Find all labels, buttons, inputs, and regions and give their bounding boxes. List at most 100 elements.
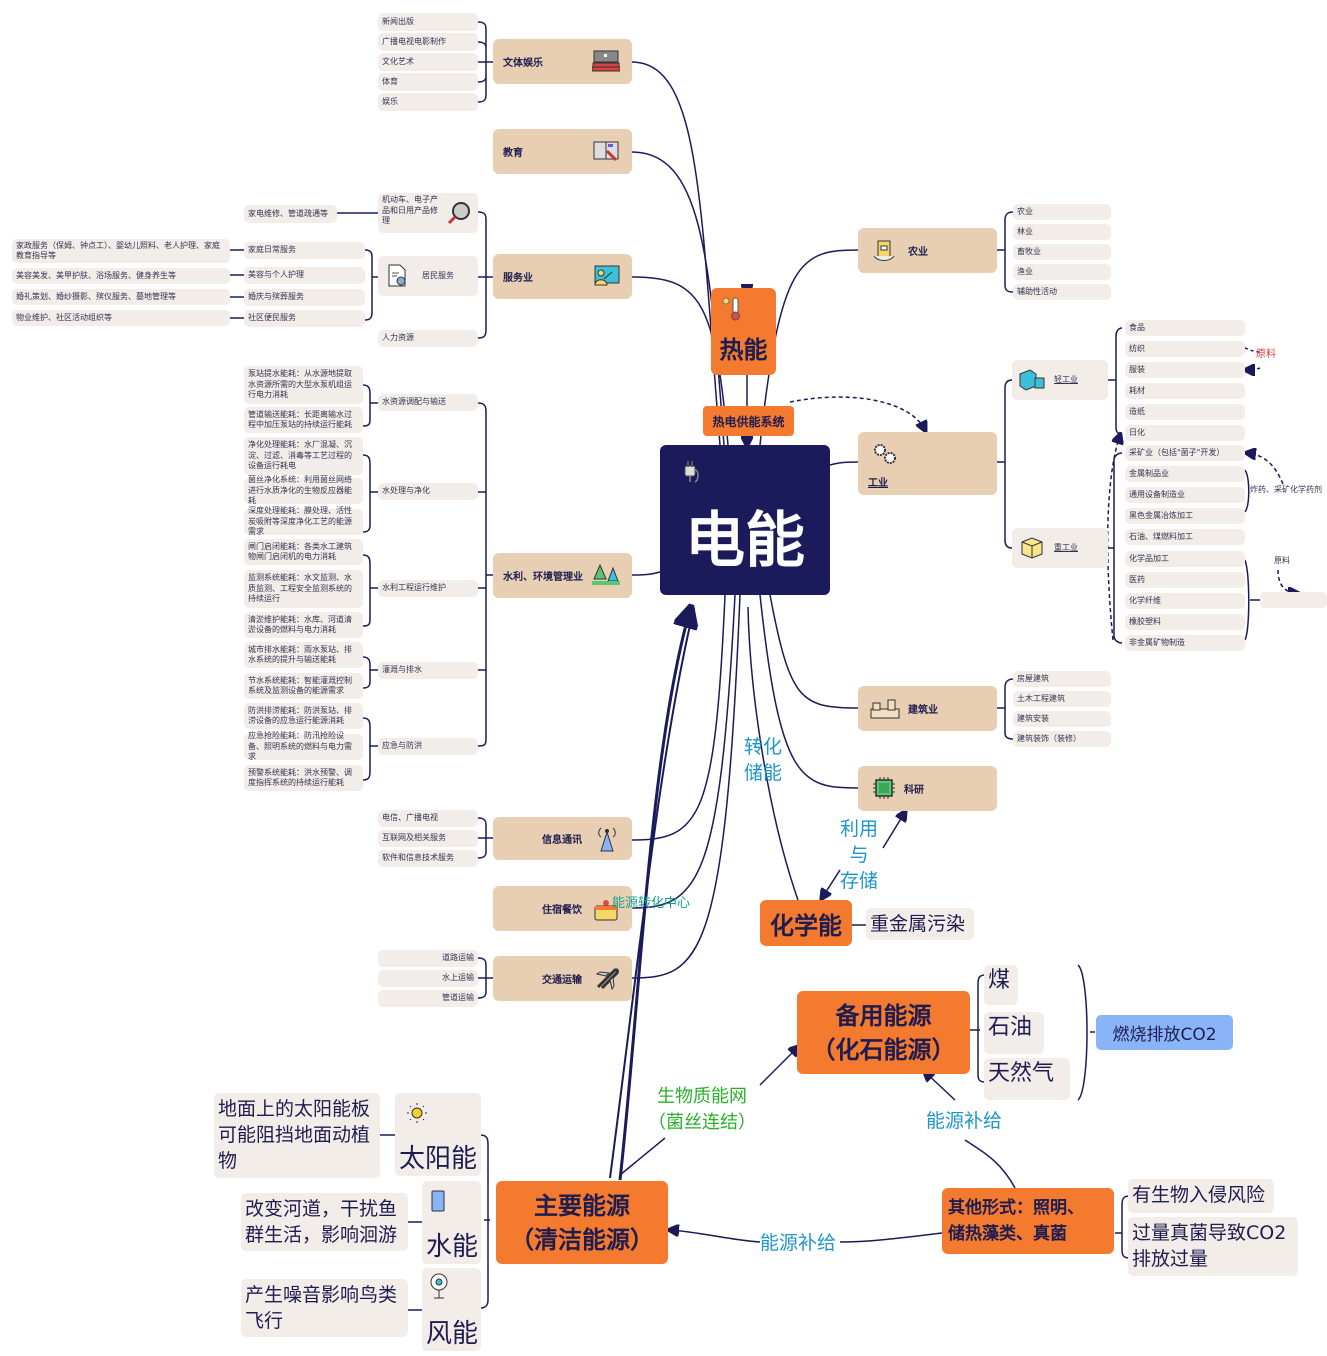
leaf-software[interactable]: 软件和信息技术服务 <box>378 850 478 867</box>
category-industry[interactable]: 工业 <box>858 432 997 495</box>
leaf-household-detail[interactable]: 家政服务（保姆、钟点工）、婴幼儿照料、老人护理、家庭教育指导等 <box>12 239 230 263</box>
leaf-textile[interactable]: 纺织 <box>1125 341 1245 357</box>
primary-energy-node[interactable]: 主要能源 （清洁能源） <box>496 1181 668 1264</box>
leaf-culture-art[interactable]: 文化艺术 <box>378 53 478 71</box>
leaf-pharmaceutical[interactable]: 医药 <box>1125 572 1245 588</box>
leaf-emergency-rescue[interactable]: 应急抢险能耗：防汛抢险设备、照明系统的燃料与电力需求 <box>244 731 363 761</box>
category-service[interactable]: 服务业 <box>493 254 632 299</box>
category-research[interactable]: 科研 <box>858 766 997 811</box>
leaf-installation[interactable]: 建筑安装 <box>1013 711 1111 727</box>
leaf-food[interactable]: 食品 <box>1125 320 1245 336</box>
bio-invasion-risk-note[interactable]: 有生物入侵风险 <box>1128 1179 1274 1213</box>
leaf-gate[interactable]: 闸门启闭能耗：各类水工建筑物闸门启闭机的电力消耗 <box>244 539 363 565</box>
leaf-chemical-processing[interactable]: 化学品加工 <box>1125 551 1245 567</box>
subcategory-hydraulic-maintenance[interactable]: 水利工程运行维护 <box>378 580 478 597</box>
leaf-natural-gas[interactable]: 天然气 <box>984 1058 1070 1100</box>
leaf-dredging[interactable]: 清淤维护能耗：水库、河道清淤设备的燃料与电力消耗 <box>244 612 363 638</box>
cogeneration-system-label[interactable]: 热电供能系统 <box>703 406 794 436</box>
center-node-electric-energy[interactable]: 电能 <box>660 445 830 595</box>
subcategory-flood-control[interactable]: 应急与防洪 <box>378 738 478 755</box>
leaf-household-service[interactable]: 家庭日常服务 <box>244 242 365 259</box>
category-education[interactable]: 教育 <box>493 129 632 174</box>
leaf-telecom[interactable]: 电信、广播电视 <box>378 810 478 827</box>
leaf-deep-treatment[interactable]: 深度处理能耗：膜处理、活性炭吸附等深度净化工艺的能源需求 <box>244 506 363 536</box>
chemical-energy-node[interactable]: 化学能 <box>760 900 852 946</box>
hydro-energy-node[interactable]: 水能 <box>422 1181 481 1264</box>
category-telecommunication[interactable]: 信息通讯 <box>493 817 632 860</box>
leaf-decoration[interactable]: 建筑装饰（装修） <box>1013 731 1111 747</box>
leaf-pipeline[interactable]: 管道输送能耗：长距离输水过程中加压泵站的持续运行能耗 <box>244 407 363 433</box>
leaf-farming[interactable]: 农业 <box>1013 204 1111 220</box>
category-culture-entertainment[interactable]: 文体娱乐 <box>493 39 632 84</box>
leaf-broadcast[interactable]: 广播电视电影制作 <box>378 33 478 51</box>
leaf-civil-engineering[interactable]: 土木工程建筑 <box>1013 691 1111 707</box>
subcategory-resident-service[interactable]: 居民服务 <box>378 256 478 296</box>
leaf-wedding-funeral[interactable]: 婚庆与殡葬服务 <box>244 289 365 306</box>
leaf-flood-drainage[interactable]: 防洪排涝能耗：防洪泵站、排涝设备的应急运行能源消耗 <box>244 703 363 729</box>
leaf-empty-target[interactable] <box>1260 592 1327 608</box>
leaf-beauty-detail[interactable]: 美容美发、美甲护肤、浴场服务、健身养生等 <box>12 268 230 284</box>
leaf-rubber-plastic[interactable]: 橡胶塑料 <box>1125 614 1245 630</box>
leaf-forestry[interactable]: 林业 <box>1013 224 1111 240</box>
leaf-human-resources[interactable]: 人力资源 <box>378 330 478 347</box>
leaf-beauty[interactable]: 美容与个人护理 <box>244 267 365 284</box>
leaf-fishery[interactable]: 渔业 <box>1013 264 1111 280</box>
leaf-consumables[interactable]: 耗材 <box>1125 383 1245 399</box>
leaf-metal-products[interactable]: 金属制品业 <box>1125 466 1245 482</box>
subcategory-heavy-industry[interactable]: 重工业 <box>1012 528 1108 568</box>
subcategory-light-industry[interactable]: 轻工业 <box>1012 360 1108 400</box>
leaf-entertainment[interactable]: 娱乐 <box>378 93 478 111</box>
leaf-internet[interactable]: 互联网及相关服务 <box>378 830 478 847</box>
leaf-water-transport[interactable]: 水上运输 <box>378 970 478 987</box>
leaf-ferrous-smelting[interactable]: 黑色金属冶炼加工 <box>1125 508 1245 524</box>
leaf-petroleum-coal[interactable]: 石油、煤燃料加工 <box>1125 529 1245 545</box>
leaf-community[interactable]: 社区便民服务 <box>244 310 365 327</box>
category-water-environment[interactable]: 水利、环境管理业 <box>493 553 632 598</box>
leaf-mining[interactable]: 采矿业（包括"菌子"开发） <box>1125 445 1245 461</box>
leaf-oil[interactable]: 石油 <box>984 1012 1044 1054</box>
leaf-general-equipment[interactable]: 通用设备制造业 <box>1125 487 1245 503</box>
co2-excess-note[interactable]: 过量真菌导致CO2排放过量 <box>1128 1217 1298 1276</box>
heavy-metal-pollution-note[interactable]: 重金属污染 <box>866 908 974 940</box>
leaf-warning-system[interactable]: 预警系统能耗：洪水预警、调度指挥系统的持续运行能耗 <box>244 765 363 791</box>
hydro-impact-note[interactable]: 改变河道，干扰鱼群生活，影响洄游 <box>241 1193 408 1251</box>
leaf-nonmetal-mineral[interactable]: 非金属矿物制造 <box>1125 635 1245 651</box>
leaf-sports[interactable]: 体育 <box>378 73 478 91</box>
backup-energy-node[interactable]: 备用能源 （化石能源） <box>797 991 970 1074</box>
leaf-mycelium-purification[interactable]: 菌丝净化系统：利用菌丝网络进行水质净化的生物反应器能耗 <box>244 475 363 505</box>
category-accommodation-catering[interactable]: 住宿餐饮 <box>493 886 632 931</box>
leaf-clothing[interactable]: 服装 <box>1125 362 1245 378</box>
leaf-pipeline-transport[interactable]: 管道运输 <box>378 990 478 1007</box>
leaf-community-detail[interactable]: 物业维护、社区活动组织等 <box>12 310 230 326</box>
leaf-chemical-fiber[interactable]: 化学纤维 <box>1125 593 1245 609</box>
wind-impact-note[interactable]: 产生噪音影响鸟类飞行 <box>241 1279 408 1337</box>
leaf-appliance-repair[interactable]: 家电维修、管道疏通等 <box>244 205 337 223</box>
leaf-papermaking[interactable]: 造纸 <box>1125 404 1245 420</box>
leaf-pump-lift[interactable]: 泵站提水能耗：从水源地提取水资源所需的大型水泵机组运行电力消耗 <box>244 366 363 404</box>
leaf-news-publishing[interactable]: 新闻出版 <box>378 13 478 31</box>
category-agriculture[interactable]: 农业 <box>858 228 997 273</box>
co2-emission-summary[interactable]: 燃烧排放CO2 <box>1096 1015 1233 1050</box>
solar-energy-node[interactable]: 太阳能 <box>395 1093 481 1176</box>
leaf-water-saving[interactable]: 节水系统能耗：智能灌溉控制系统及监测设备的能源需求 <box>244 673 363 699</box>
leaf-housing[interactable]: 房屋建筑 <box>1013 671 1111 687</box>
leaf-wedding-detail[interactable]: 婚礼策划、婚纱摄影、殡仪服务、墓地管理等 <box>12 289 230 305</box>
leaf-coal[interactable]: 煤 <box>984 965 1018 1005</box>
thermal-energy-node[interactable]: 热能 <box>711 288 776 375</box>
subcategory-water-allocation[interactable]: 水资源调配与输送 <box>378 394 478 411</box>
solar-impact-note[interactable]: 地面上的太阳能板可能阻挡地面动植物 <box>214 1093 380 1178</box>
leaf-auxiliary[interactable]: 辅助性活动 <box>1013 284 1111 300</box>
subcategory-water-treatment[interactable]: 水处理与净化 <box>378 483 478 500</box>
leaf-monitoring[interactable]: 监测系统能耗：水文监测、水质监测、工程安全监测系统的持续运行 <box>244 570 363 608</box>
leaf-livestock[interactable]: 畜牧业 <box>1013 244 1111 260</box>
subcategory-repair[interactable]: 机动车、电子产品和日用产品修理 <box>378 193 478 233</box>
leaf-daily-chemicals[interactable]: 日化 <box>1125 425 1245 441</box>
leaf-road-transport[interactable]: 道路运输 <box>378 950 478 967</box>
subcategory-irrigation[interactable]: 灌溉与排水 <box>378 662 478 679</box>
other-forms-node[interactable]: 其他形式：照明、 储热藻类、真菌 <box>942 1188 1114 1254</box>
category-transportation[interactable]: 交通运输 <box>493 956 632 1001</box>
wind-energy-node[interactable]: 风能 <box>422 1268 481 1351</box>
leaf-urban-drainage[interactable]: 城市排水能耗：雨水泵站、排水系统的提升与输送能耗 <box>244 642 363 668</box>
leaf-purification[interactable]: 净化处理能耗：水厂混凝、沉淀、过滤、消毒等工艺过程的设备运行耗电 <box>244 437 363 475</box>
category-construction[interactable]: 建筑业 <box>858 686 997 731</box>
